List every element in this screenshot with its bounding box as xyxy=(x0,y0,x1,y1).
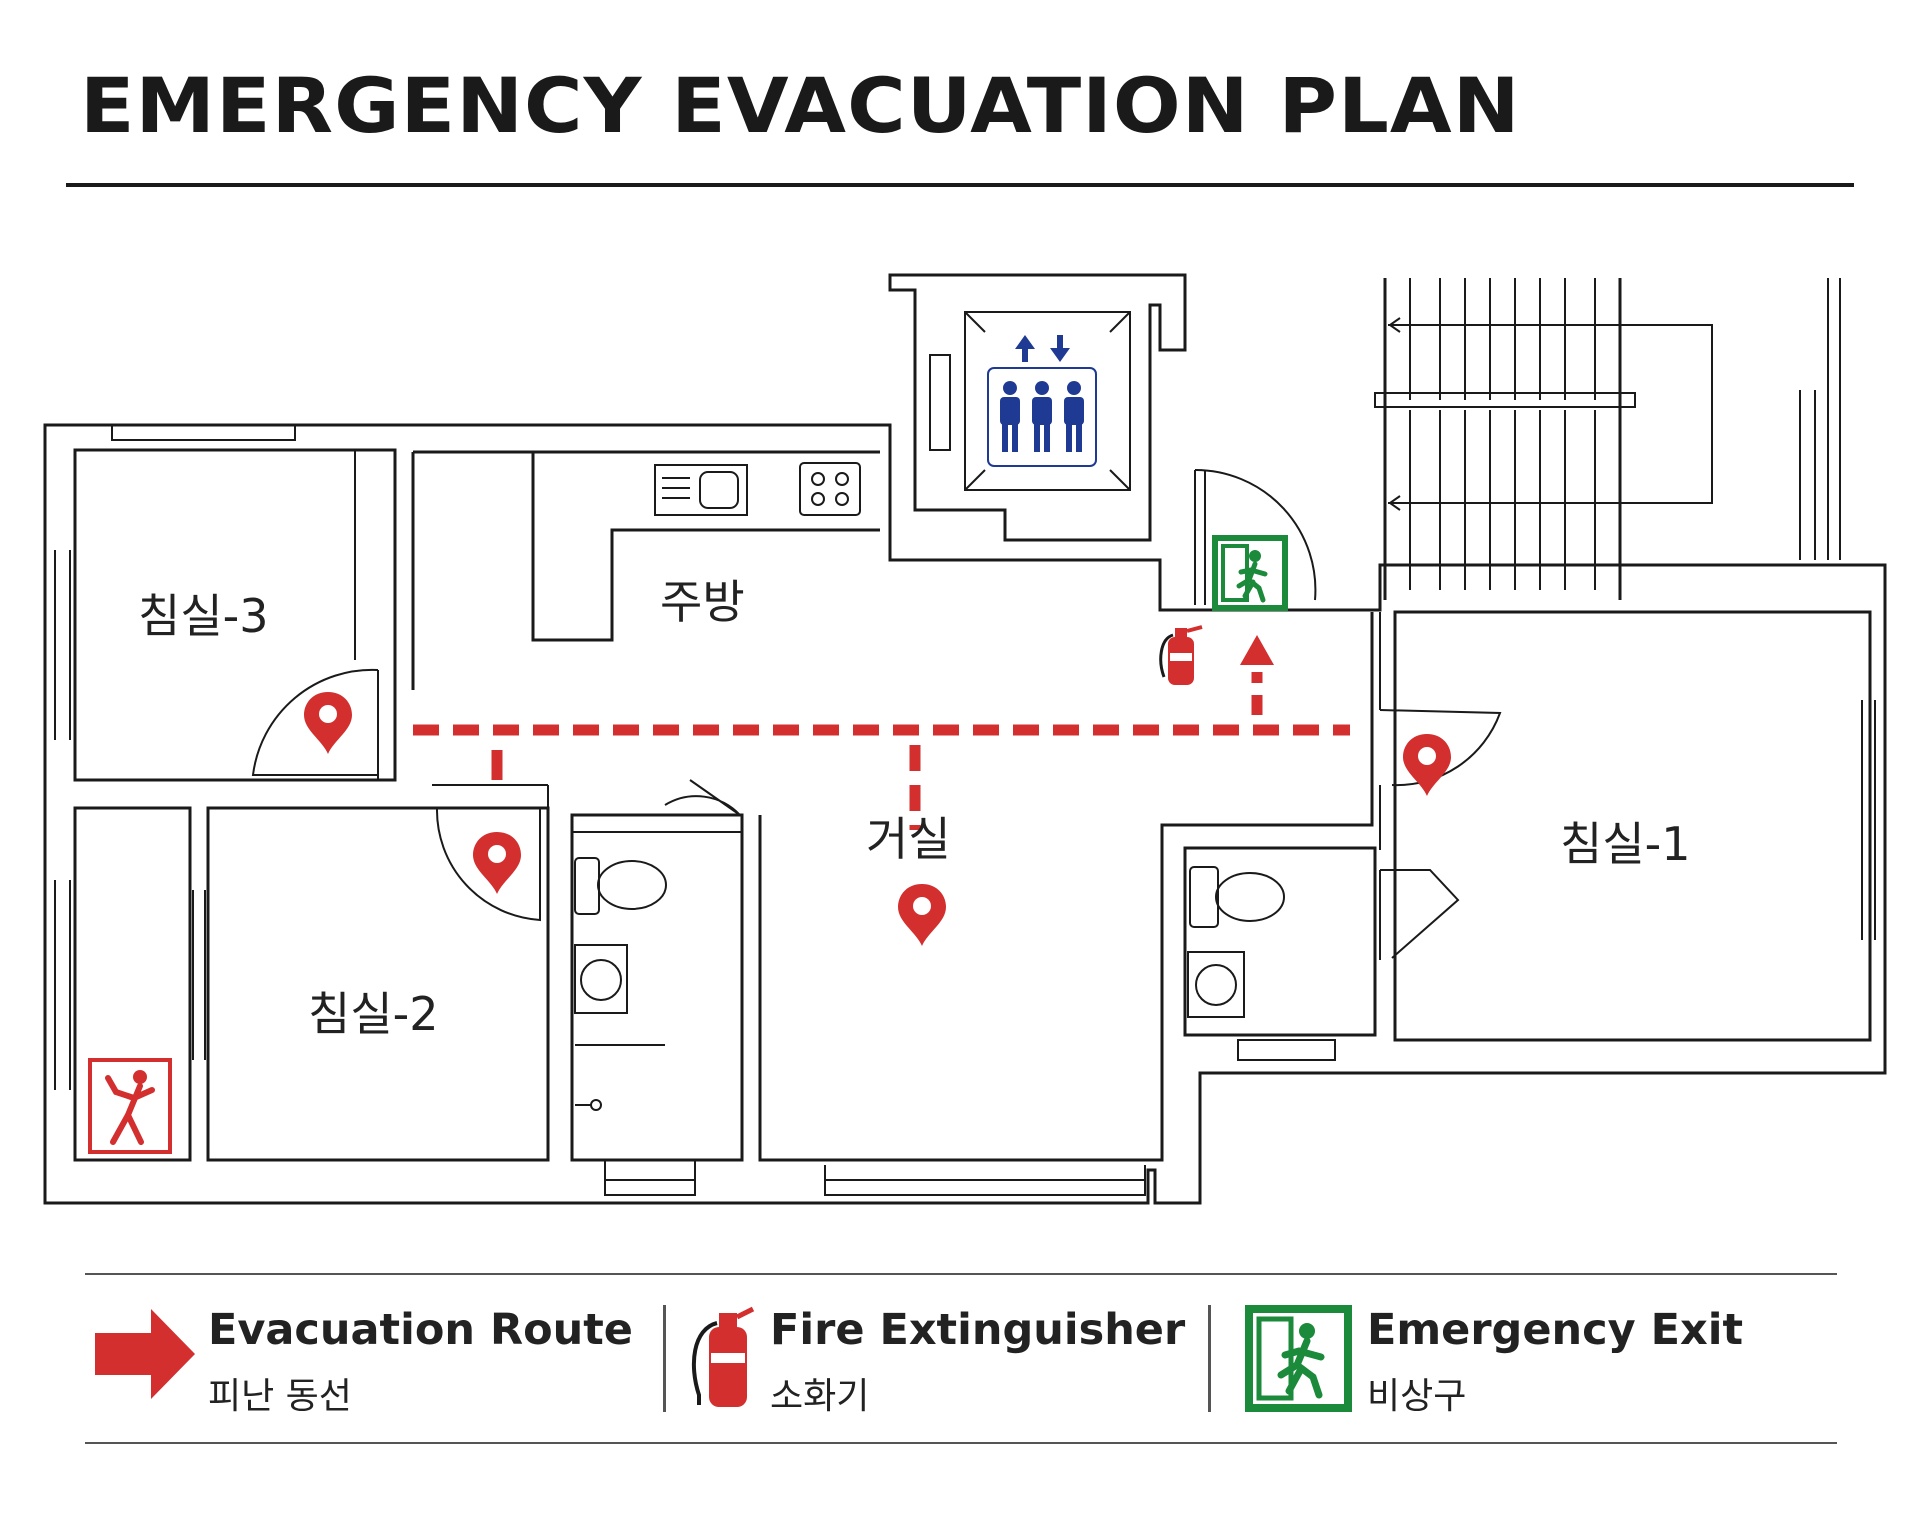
legend-separator xyxy=(663,1305,666,1412)
evacuation-route xyxy=(413,635,1350,830)
outer-walls xyxy=(43,423,1887,1205)
elevator-icon xyxy=(1000,335,1084,452)
bedroom-3-door xyxy=(251,668,396,780)
bedroom-2-door xyxy=(432,784,548,922)
arrow-right-icon xyxy=(95,1309,195,1399)
bathroom-right xyxy=(1183,846,1377,1061)
exit-door xyxy=(1194,468,1317,605)
legend-route-title: Evacuation Route xyxy=(208,1305,633,1355)
legend-route-subtitle: 피난 동선 xyxy=(208,1376,352,1417)
legend-extinguisher-title: Fire Extinguisher xyxy=(770,1305,1186,1355)
floor-plan: 침실-3 주방 거실 침실-2 침실-1 xyxy=(43,273,1887,1205)
legend-evacuation-route: Evacuation Route 피난 동선 xyxy=(95,1305,655,1417)
emergency-exit-icon xyxy=(1245,1305,1352,1412)
legend-top-divider xyxy=(85,1273,1837,1275)
legend-bottom-divider xyxy=(85,1442,1837,1444)
room-label-bedroom-1: 침실-1 xyxy=(1560,817,1691,871)
location-pin-icon xyxy=(898,884,946,946)
fire-extinguisher-icon xyxy=(1158,625,1204,687)
room-label-bedroom-2: 침실-2 xyxy=(308,987,439,1041)
page-title: EMERGENCY EVACUATION PLAN xyxy=(80,61,1521,150)
legend-emergency-exit: Emergency Exit 비상구 xyxy=(1245,1305,1805,1417)
legend-exit-subtitle: 비상구 xyxy=(1367,1376,1467,1417)
living-room-area xyxy=(547,612,1374,1196)
room-label-bedroom-3: 침실-3 xyxy=(138,589,269,643)
kitchen-area xyxy=(411,450,880,690)
elevator-shaft xyxy=(888,273,1187,542)
emergency-exit-icon xyxy=(1215,538,1285,608)
staircase xyxy=(1374,278,1841,600)
legend-separator xyxy=(1208,1305,1211,1412)
escape-hatch-icon xyxy=(88,1058,172,1154)
location-pin-icon xyxy=(304,692,352,754)
location-pin-icon xyxy=(1403,734,1451,796)
location-pin-icon xyxy=(473,832,521,894)
legend-extinguisher-subtitle: 소화기 xyxy=(770,1376,870,1417)
room-label-living: 거실 xyxy=(866,812,951,866)
bathroom-left xyxy=(570,779,744,1196)
legend-fire-extinguisher: Fire Extinguisher 소화기 xyxy=(685,1305,1205,1417)
legend-exit-title: Emergency Exit xyxy=(1367,1305,1743,1355)
fire-extinguisher-icon xyxy=(691,1306,755,1407)
bedroom-1-area xyxy=(1379,610,1876,1042)
room-label-kitchen: 주방 xyxy=(660,575,745,629)
title-divider xyxy=(66,183,1854,187)
